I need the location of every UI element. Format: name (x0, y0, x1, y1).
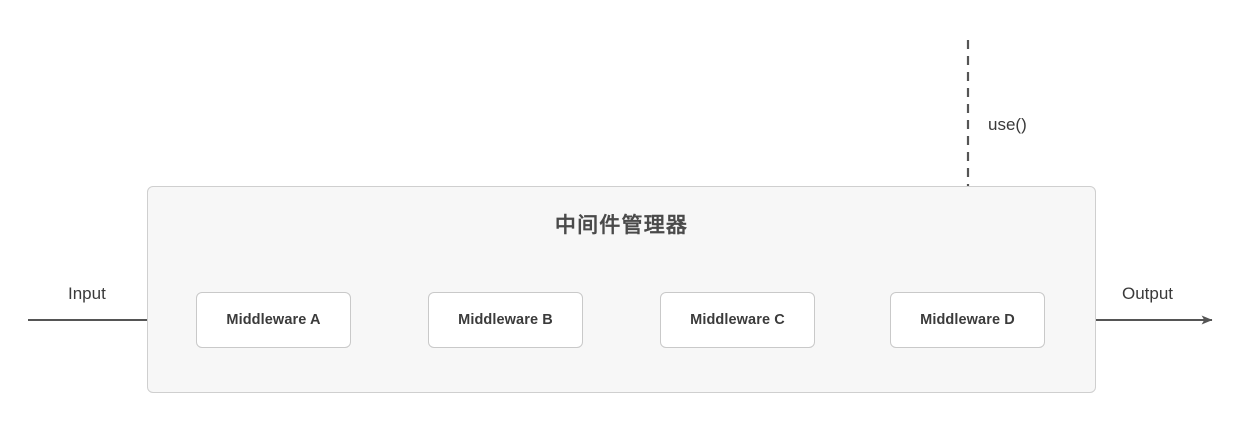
label-use: use() (988, 115, 1027, 134)
node-middleware-c[interactable]: Middleware C (660, 292, 815, 348)
middleware-manager-container: 中间件管理器 (147, 186, 1096, 393)
node-label-middleware-a: Middleware A (226, 312, 321, 328)
label-output: Output (1122, 284, 1174, 303)
node-label-middleware-d: Middleware D (920, 312, 1015, 328)
node-label-middleware-c: Middleware C (690, 312, 785, 328)
node-middleware-d[interactable]: Middleware D (890, 292, 1045, 348)
node-label-middleware-b: Middleware B (458, 312, 553, 328)
node-middleware-a[interactable]: Middleware A (196, 292, 351, 348)
node-middleware-b[interactable]: Middleware B (428, 292, 583, 348)
container-title: 中间件管理器 (554, 214, 689, 237)
label-input: Input (68, 284, 106, 303)
